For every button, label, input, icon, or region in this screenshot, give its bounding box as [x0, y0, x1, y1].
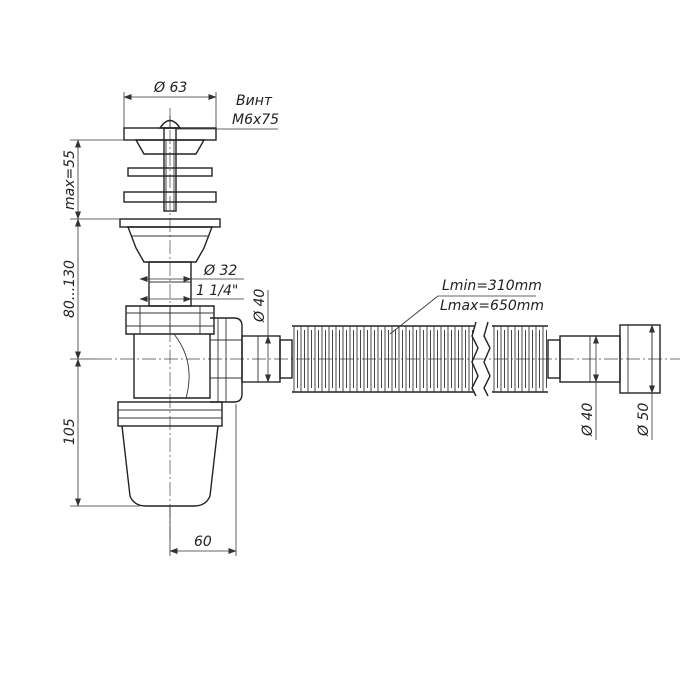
label-60: 60: [194, 534, 212, 550]
screw-callout: Винт M6x75: [176, 93, 279, 130]
label-d32: Ø 32: [203, 263, 237, 279]
label-thread: 1 1/4": [196, 283, 238, 299]
label-80-130: 80...130: [62, 260, 78, 318]
strainer-grid: [123, 116, 217, 212]
label-d50: Ø 50: [636, 403, 652, 437]
label-max55: max=55: [62, 150, 78, 210]
label-lmax: Lmax=650mm: [440, 298, 544, 314]
dimension-80-130: 80...130: [62, 218, 98, 360]
label-screw-title: Винт: [236, 93, 273, 109]
dimension-d40-right: Ø 40: [580, 335, 599, 440]
center-lines: [98, 108, 680, 540]
label-d40-top: Ø 40: [252, 289, 268, 323]
label-d40-right: Ø 40: [580, 403, 596, 437]
corrugated-hose: [292, 325, 548, 393]
dimension-d32: Ø 32: [139, 263, 244, 286]
dimension-max55: max=55: [62, 139, 136, 220]
hose-right-connector: [547, 324, 661, 394]
label-screw-size: M6x75: [232, 112, 279, 128]
dimension-d50: Ø 50: [636, 324, 655, 440]
dimension-105: 105: [62, 358, 140, 507]
dimension-thread: 1 1/4": [139, 283, 244, 302]
hose-break-symbol: [471, 321, 491, 397]
label-d63: Ø 63: [153, 80, 187, 96]
dimension-d40-top: Ø 40: [242, 289, 276, 383]
hose-length-callout: Lmin=310mm Lmax=650mm: [389, 278, 544, 335]
label-lmin: Lmin=310mm: [442, 278, 542, 294]
outlet-body: [119, 218, 221, 307]
label-105: 105: [62, 418, 78, 445]
bottle-trap: [117, 305, 243, 507]
dimension-d63: Ø 63: [123, 80, 217, 128]
dimension-60: 60: [169, 404, 237, 556]
